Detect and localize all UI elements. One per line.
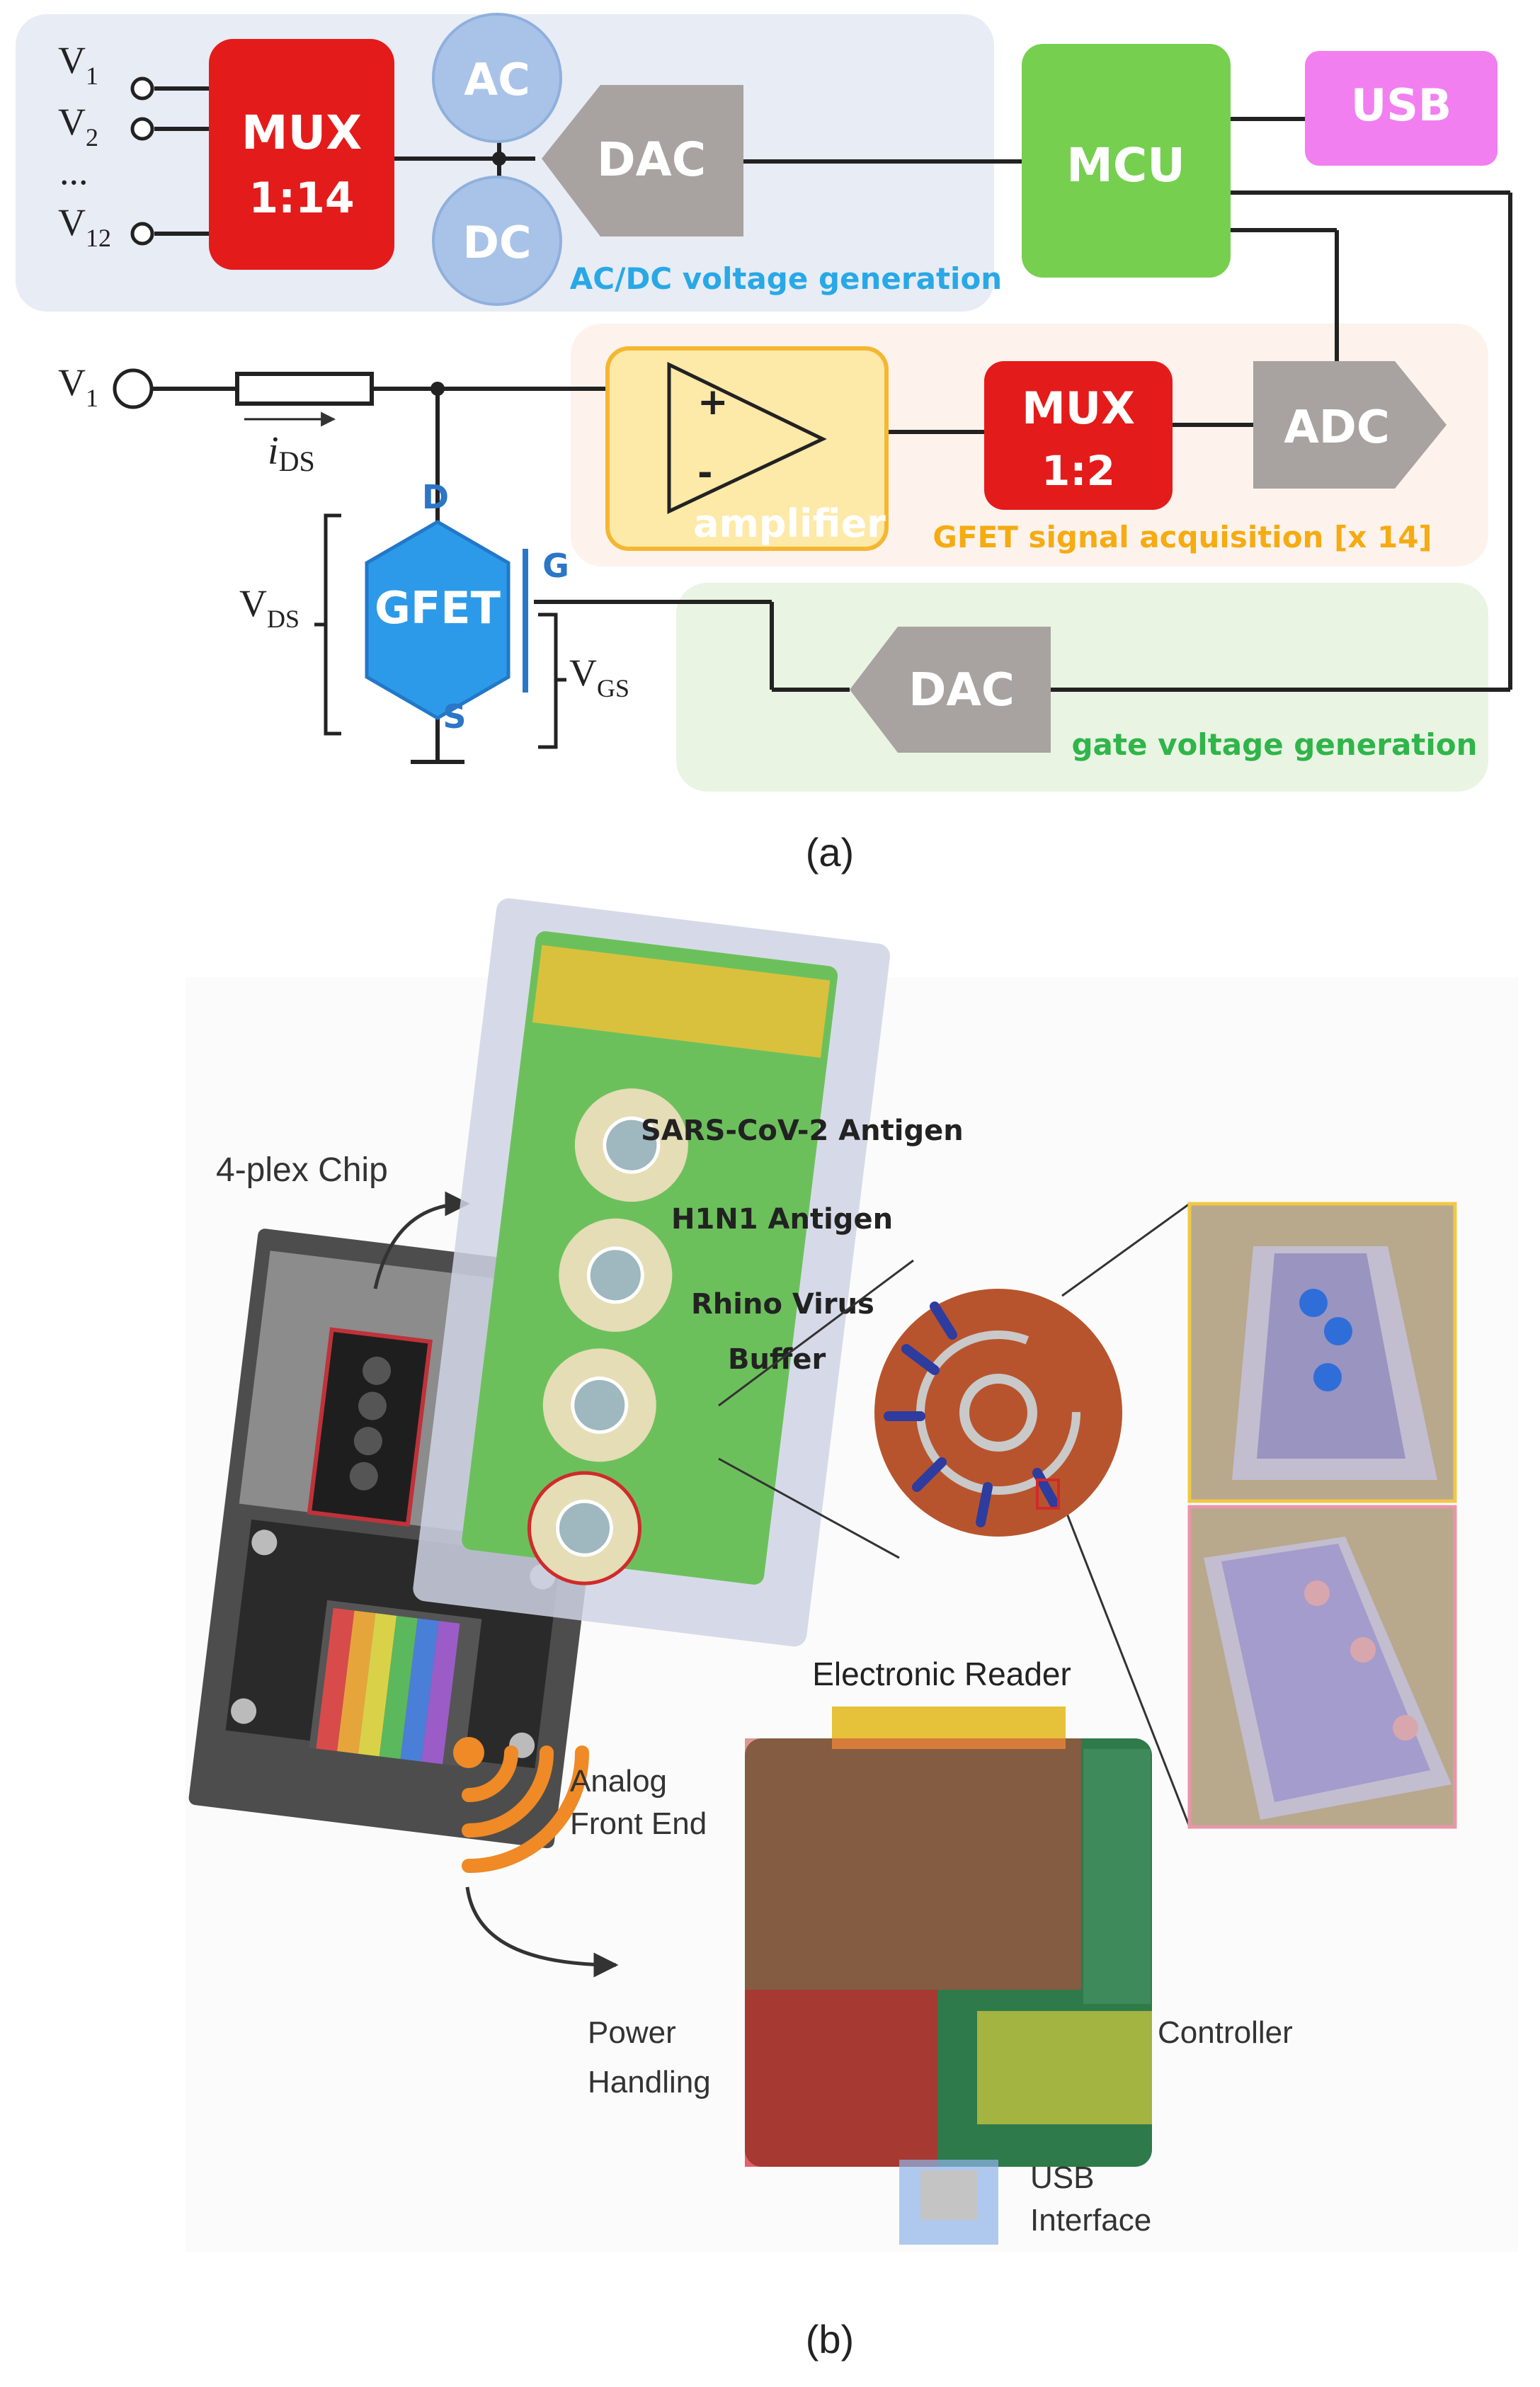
sense-resistor xyxy=(235,372,374,406)
amplifier-label: amplifier xyxy=(693,501,886,546)
mux-main-label: MUX xyxy=(241,106,362,160)
input-v1: V1 xyxy=(58,39,98,90)
afe-label-line2: Front End xyxy=(570,1806,707,1841)
reader-board xyxy=(745,1707,1152,2245)
wires xyxy=(153,86,1512,764)
svg-text:MUX: MUX xyxy=(1022,382,1135,434)
well-label-rhino: Rhino Virus xyxy=(691,1288,874,1321)
svg-text:AC: AC xyxy=(464,54,530,106)
mux-acq-block: MUX 1:2 xyxy=(984,361,1173,510)
dc-source: DC xyxy=(432,176,562,306)
amp-plus: + xyxy=(697,381,729,423)
junction-dot-acdc xyxy=(492,152,506,166)
svg-text:MCU: MCU xyxy=(1066,138,1185,193)
dac-gate-block: DAC xyxy=(850,627,1051,753)
mux-main-ratio: 1:14 xyxy=(249,173,354,223)
wireless-signal-icon xyxy=(453,1737,589,1873)
acquisition-region-label: GFET signal acquisition [x 14] xyxy=(932,520,1432,554)
svg-text:ADC: ADC xyxy=(1284,401,1390,454)
panel-a: V1 V2 ... V12 V1 MUX 1:14 AC DC DAC AC/D… xyxy=(16,13,1512,875)
svg-text:DAC: DAC xyxy=(908,664,1015,717)
panel-b: 4-plex Chip SARS-CoV-2 Antigen H1N1 Anti… xyxy=(186,898,1518,2362)
electrode-disc xyxy=(874,1289,1122,1537)
input-v12: V12 xyxy=(58,201,111,252)
well-label-sars-cov-2: SARS-CoV-2 Antigen xyxy=(641,1115,964,1147)
dac-top-block: DAC xyxy=(542,85,743,237)
ac-source: AC xyxy=(432,13,562,143)
chip-photo xyxy=(413,898,890,1647)
caption-b: (b) xyxy=(806,2317,854,2362)
controller-label: Controller xyxy=(1158,2015,1293,2050)
gate-region-label: gate voltage generation xyxy=(1071,727,1477,762)
terminal-g: G xyxy=(542,547,569,585)
afe-arrow xyxy=(465,1886,619,1978)
svg-text:USB: USB xyxy=(1351,79,1451,131)
source-v1: V1 xyxy=(58,361,98,412)
chip-label: 4-plex Chip xyxy=(216,1151,388,1189)
vgs-label: VGS xyxy=(569,651,629,702)
well-label-h1n1: H1N1 Antigen xyxy=(671,1203,893,1236)
input-v2: V2 xyxy=(58,101,98,152)
svg-text:iDS: iDS xyxy=(268,429,315,477)
amp-minus: - xyxy=(697,452,713,494)
svg-text:1:2: 1:2 xyxy=(1042,447,1115,495)
chip-arrow xyxy=(373,1191,470,1289)
svg-text:GFET: GFET xyxy=(375,582,501,634)
adc-block: ADC xyxy=(1253,361,1447,489)
terminal-d: D xyxy=(422,478,449,516)
mcu-block: MCU xyxy=(1022,44,1231,278)
svg-text:DAC: DAC xyxy=(597,132,706,187)
input-ellipsis: ... xyxy=(59,150,89,193)
usb-interface-label-line1: USB xyxy=(1030,2160,1094,2195)
power-label-line2: Handling xyxy=(588,2065,711,2100)
zoom-panel-bottom xyxy=(1187,1505,1457,1829)
input-terminals xyxy=(113,76,154,409)
amplifier-block: + - amplifier xyxy=(605,346,889,551)
svg-text:DC: DC xyxy=(463,217,532,268)
caption-a: (a) xyxy=(806,830,854,875)
mux-main-block: MUX 1:14 xyxy=(209,39,394,270)
gate-region xyxy=(676,583,1488,792)
power-label-line1: Power xyxy=(588,2015,676,2050)
vds-label: VDS xyxy=(239,582,300,633)
acdc-region-label: AC/DC voltage generation xyxy=(570,261,1002,296)
usb-block: USB xyxy=(1305,51,1498,166)
gfet-device: GFET xyxy=(365,520,528,720)
reader-title: Electronic Reader xyxy=(812,1656,1071,1692)
ids-label: iDS xyxy=(244,411,336,477)
terminal-s: S xyxy=(443,697,466,736)
zoom-lines xyxy=(718,1202,1191,1828)
well-label-buffer: Buffer xyxy=(728,1343,826,1376)
vds-bracket xyxy=(314,513,341,736)
afe-label-line1: Analog xyxy=(570,1764,667,1799)
zoom-panel-top xyxy=(1187,1202,1457,1503)
vgs-bracket xyxy=(538,613,566,749)
usb-interface-label-line2: Interface xyxy=(1030,2203,1151,2238)
junction-dot-drain xyxy=(430,382,445,396)
